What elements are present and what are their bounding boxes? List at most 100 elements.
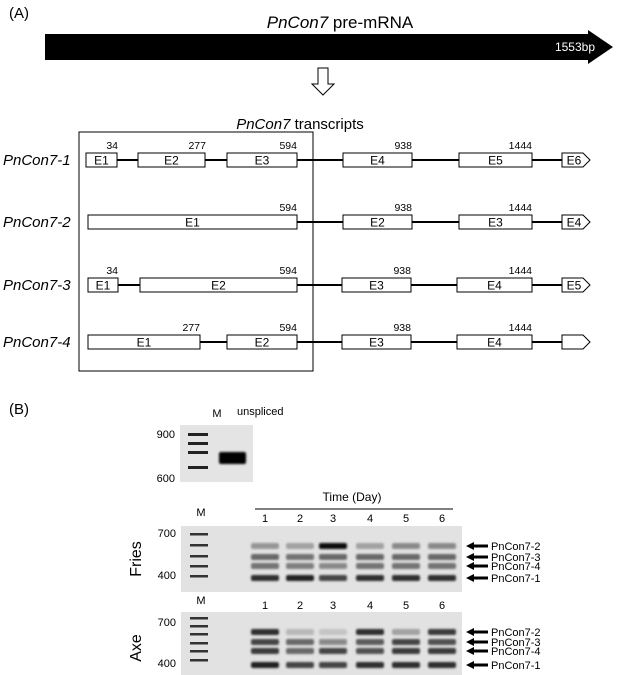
exon-label: E1 xyxy=(137,336,152,350)
gel-band xyxy=(319,563,347,569)
position-label: 1444 xyxy=(509,140,533,152)
band-arrow-icon xyxy=(466,647,488,655)
gel-band xyxy=(251,648,279,654)
band-arrow-icon xyxy=(466,562,488,570)
lane-number: 1 xyxy=(262,600,268,612)
ladder-band xyxy=(190,642,208,645)
gel-band xyxy=(356,639,384,645)
gel-band xyxy=(392,575,420,581)
gel-band xyxy=(428,554,456,560)
band-label: PnCon7-4 xyxy=(491,561,541,573)
lane-number: 1 xyxy=(262,513,268,525)
band-label: PnCon7-1 xyxy=(491,573,541,585)
exon-label: E3 xyxy=(369,279,384,293)
gel-fries: FriesM700400PnCon7-2PnCon7-3PnCon7-4PnCo… xyxy=(128,507,541,592)
exon-box xyxy=(456,334,533,350)
gel-band xyxy=(356,648,384,654)
exon-label: E4 xyxy=(487,279,502,293)
unspliced-title: unspliced xyxy=(237,406,283,418)
unspliced-marker-band xyxy=(188,442,208,445)
position-label: 277 xyxy=(182,322,200,334)
exon-box xyxy=(341,334,412,350)
panel-b-label: (B) xyxy=(9,401,29,418)
position-label: 938 xyxy=(393,265,411,277)
transcripts-title: PnCon7 transcripts xyxy=(236,116,364,133)
gel-band xyxy=(392,563,420,569)
position-label: 1444 xyxy=(509,202,533,214)
exon-label: E3 xyxy=(488,216,503,230)
gel-band xyxy=(286,639,314,645)
exon-label: E1 xyxy=(94,154,109,168)
gel-band xyxy=(392,629,420,635)
ladder-band xyxy=(190,633,208,636)
band-arrow-icon xyxy=(466,661,488,669)
transcript-name: PnCon7-3 xyxy=(3,277,71,294)
size-label: 400 xyxy=(158,658,176,670)
gel-band xyxy=(251,543,279,549)
exon-box xyxy=(342,214,413,230)
band-arrow-icon xyxy=(466,553,488,561)
gel-band xyxy=(251,554,279,560)
lane-number: 6 xyxy=(439,513,445,525)
gel-band xyxy=(319,575,347,581)
exon-label: E2 xyxy=(164,154,179,168)
position-label: 34 xyxy=(106,265,118,277)
band-label: PnCon7-3 xyxy=(491,552,541,564)
last-exon-arrow xyxy=(561,277,591,293)
size-label: 400 xyxy=(158,570,176,582)
premrna-length: 1553bp xyxy=(555,40,595,54)
size-label: 700 xyxy=(158,528,176,540)
last-exon-arrow xyxy=(561,334,591,350)
exon-label: E1 xyxy=(96,279,111,293)
last-exon-arrow xyxy=(561,152,591,168)
position-label: 594 xyxy=(279,140,297,152)
exon-box xyxy=(139,277,298,293)
exon-label: E2 xyxy=(370,216,385,230)
marker-label: M xyxy=(196,507,205,519)
gel-band xyxy=(392,554,420,560)
unspliced-marker-band xyxy=(188,451,208,454)
position-label: 594 xyxy=(279,202,297,214)
exon-box xyxy=(458,152,533,168)
unspliced-size-600: 600 xyxy=(157,473,175,485)
exon-label: E5 xyxy=(567,279,582,293)
gel-band xyxy=(392,639,420,645)
lane-number: 4 xyxy=(367,513,373,525)
exon-label: E4 xyxy=(567,216,582,230)
exon-box xyxy=(342,152,413,168)
exon-label: E3 xyxy=(369,336,384,350)
ladder-band xyxy=(190,544,208,547)
exon-label: E2 xyxy=(255,336,270,350)
position-label: 1444 xyxy=(509,265,533,277)
gel-band xyxy=(251,662,279,668)
gel-band xyxy=(356,575,384,581)
ladder-band xyxy=(190,575,208,578)
exon-label: E1 xyxy=(185,216,200,230)
band-label: PnCon7-3 xyxy=(491,637,541,649)
lane-number: 5 xyxy=(403,600,409,612)
gel-band xyxy=(251,629,279,635)
gel-band xyxy=(286,575,314,581)
ladder-band xyxy=(190,659,208,662)
transcript-name: PnCon7-2 xyxy=(3,214,71,231)
last-exon-arrow xyxy=(561,214,591,230)
gel-band xyxy=(286,648,314,654)
exon-label: E5 xyxy=(488,154,503,168)
gel-band xyxy=(251,575,279,581)
gel-band xyxy=(286,629,314,635)
band-label: PnCon7-1 xyxy=(491,660,541,672)
gel-band xyxy=(356,629,384,635)
ladder-band xyxy=(190,565,208,568)
exon-label: E4 xyxy=(487,336,502,350)
band-arrow-icon xyxy=(466,542,488,550)
gel-name: Axe xyxy=(128,634,145,662)
lane-number: 2 xyxy=(297,513,303,525)
gel-band xyxy=(286,543,314,549)
gel-band xyxy=(428,639,456,645)
position-label: 594 xyxy=(279,322,297,334)
exon-box xyxy=(226,152,298,168)
band-label: PnCon7-4 xyxy=(491,646,541,658)
gel-band xyxy=(251,563,279,569)
ladder-band xyxy=(190,555,208,558)
